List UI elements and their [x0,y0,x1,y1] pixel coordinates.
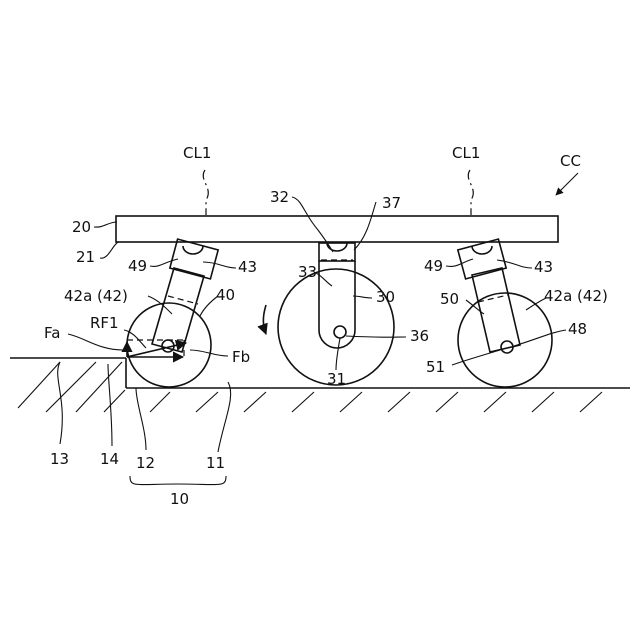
ground [10,358,630,412]
leader-lines [58,173,578,485]
label-rf1: RF1 [90,314,119,332]
label-33: 33 [298,263,317,281]
label-40: 40 [216,286,235,304]
label-14: 14 [100,450,119,468]
label-50: 50 [440,290,459,308]
center-line-left [203,170,208,215]
label-51: 51 [426,358,445,376]
label-cl1-left: CL1 [183,144,211,162]
label-11: 11 [206,454,225,472]
label-10: 10 [170,490,189,508]
left-wheel [127,303,211,387]
label-20: 20 [72,218,91,236]
label-12: 12 [136,454,155,472]
label-fb: Fb [232,348,250,366]
top-plate [116,216,558,242]
label-42a-right: 42a (42) [544,287,608,305]
rotation-arrow [263,305,266,334]
label-cl1-right: CL1 [452,144,480,162]
label-36: 36 [410,327,429,345]
middle-caster [263,243,394,385]
label-cc: CC [560,152,581,170]
middle-bearing [319,243,355,261]
label-21: 21 [76,248,95,266]
label-37: 37 [382,194,401,212]
label-31: 31 [327,370,346,388]
label-49-right: 49 [424,257,443,275]
label-48: 48 [568,320,587,338]
label-42a-left: 42a (42) [64,287,128,305]
ground-hatching [18,362,602,412]
label-43-left: 43 [238,258,257,276]
reference-labels: CC CL1 CL1 20 21 32 37 49 43 49 43 42a (… [44,144,608,508]
label-fa: Fa [44,324,60,342]
label-13: 13 [50,450,69,468]
label-43-right: 43 [534,258,553,276]
right-wheel [458,293,552,387]
label-32: 32 [270,188,289,206]
center-line-right [468,170,473,215]
middle-axle [334,326,346,338]
force-vectors [127,340,186,357]
label-30: 30 [376,288,395,306]
label-49-left: 49 [128,257,147,275]
